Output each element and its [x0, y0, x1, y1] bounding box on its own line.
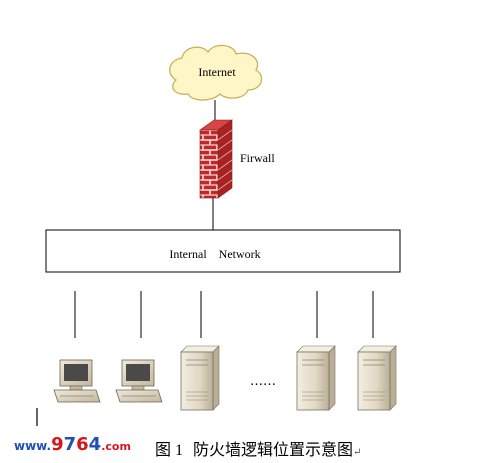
more-servers-ellipsis: …… [250, 374, 276, 389]
server-3 [357, 345, 397, 411]
internal-network-box: Internal Network [45, 229, 401, 273]
tower-server-icon [296, 345, 336, 411]
workstation-2 [115, 359, 163, 403]
firewall-label: Firwall [240, 151, 275, 165]
internet-label: Internet [198, 65, 236, 79]
caption-figure-number: 图 1 [155, 442, 183, 459]
desktop-computer-icon [53, 359, 101, 403]
watermark-digit-4: 4 [89, 434, 102, 455]
cloud-shape-icon [169, 44, 263, 101]
firewall-node: Firwall [199, 119, 275, 199]
caption-end-mark: ↵ [353, 447, 361, 458]
network-drops [74, 291, 374, 338]
internal-network-label: Internal Network [169, 247, 260, 261]
watermark-prefix: www. [14, 439, 51, 453]
brick-wall-icon [199, 119, 233, 199]
caption-text: 防火墙逻辑位置示意图 [193, 440, 353, 459]
workstation-1 [53, 359, 101, 403]
internet-cloud: Internet [169, 44, 263, 101]
tower-server-icon [180, 345, 220, 411]
site-watermark: www.9764.com [14, 434, 131, 455]
watermark-digit-1: 9 [51, 434, 64, 455]
watermark-digit-3: 6 [76, 434, 89, 455]
watermark-digit-2: 7 [64, 434, 77, 455]
desktop-computer-icon [115, 359, 163, 403]
svg-text:www.9764.com: www.9764.com [14, 434, 131, 455]
server-2 [296, 345, 336, 411]
figure-caption: 图 1 防火墙逻辑位置示意图↵ [155, 440, 361, 459]
watermark-suffix: .com [101, 440, 131, 453]
tower-server-icon [357, 345, 397, 411]
server-1 [180, 345, 220, 411]
